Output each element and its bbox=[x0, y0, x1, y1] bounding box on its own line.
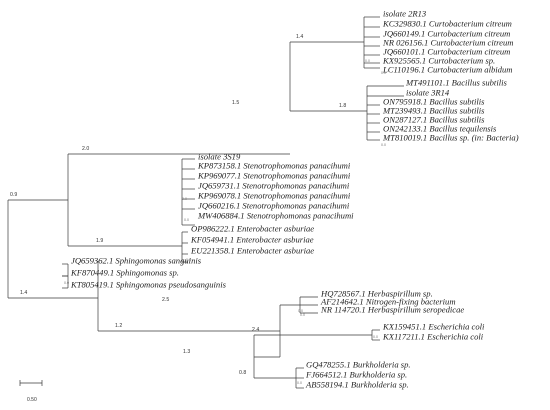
leaf-label: KF870449.1 Sphingomonas sp. bbox=[70, 268, 179, 278]
leaf-label: JQ659362.1 Sphingomonas sanguinis bbox=[71, 256, 202, 266]
branch-length-label: 1.3 bbox=[183, 349, 190, 355]
leaf-label: HQ728567.1 Herbaspirillum sp. bbox=[320, 289, 433, 299]
leaf-label: OP986222.1 Enterobacter asburiae bbox=[191, 224, 314, 234]
zero-length-mark: 0.0 bbox=[182, 197, 187, 201]
leaf-label: JQ659731.1 Stenotrophomonas panacihumi bbox=[198, 181, 350, 191]
branch-length-label: 1.9 bbox=[96, 238, 103, 244]
zero-length-mark: 0.0 bbox=[381, 143, 386, 147]
branch-length-label: 0.8 bbox=[239, 370, 246, 376]
leaf-label: JQ660216.1 Stenotrophomonas panacihumi bbox=[198, 201, 350, 211]
leaf-label: MT239493.1 Bacillus subtilis bbox=[382, 106, 485, 116]
leaf-label: KX925565.1 Curtobacterium sp. bbox=[382, 56, 495, 66]
leaf-label: KP969078.1 Stenotrophomonas panacihumi bbox=[197, 191, 351, 201]
zero-length-mark: 0.0 bbox=[184, 218, 189, 222]
leaf-label: ON287127.1 Bacillus subtilis bbox=[383, 115, 485, 125]
leaf-label: JQ660101.1 Curtobacterium citreum bbox=[383, 47, 510, 57]
leaf-label: MW406884.1 Stenotrophomonas panacihumi bbox=[197, 211, 354, 221]
branch-length-label: 2.4 bbox=[252, 327, 259, 333]
branch-length-label: 2.0 bbox=[82, 146, 89, 152]
leaf-label: isolate 3S19 bbox=[198, 152, 241, 162]
zero-length-mark: 0.0 bbox=[186, 258, 191, 262]
branch-length-label: 1.5 bbox=[232, 100, 239, 106]
leaf-label: KF054941.1 Enterobacter asburiae bbox=[190, 235, 314, 245]
leaf-label: EU221358.1 Enterobacter asburiae bbox=[190, 246, 314, 256]
leaf-label: KT805419.1 Sphingomonas pseudosanguinis bbox=[70, 280, 227, 290]
leaf-label: MT810019.1 Bacillus sp. (in: Bacteria) bbox=[382, 133, 519, 143]
scale-bar-label: 0.50 bbox=[27, 397, 37, 403]
zero-length-mark: 0.0 bbox=[373, 335, 378, 339]
leaf-label: NR 026156.1 Curtobacterium citreum bbox=[382, 38, 514, 48]
branch-length-label: 1.8 bbox=[339, 103, 346, 109]
scale-bar: 0.50 bbox=[19, 380, 43, 403]
leaf-label: AF214642.1 Nitrogen-fixing bacterium bbox=[320, 297, 456, 307]
leaf-label: GQ478255.1 Burkholderia sp. bbox=[306, 360, 411, 370]
leaf-label: JQ660149.1 Curtobacterium citreum bbox=[383, 29, 510, 39]
branch-length-label: 1.4 bbox=[296, 34, 303, 40]
leaf-label: KP969077.1 Stenotrophomonas panacihumi bbox=[197, 171, 351, 181]
leaf-label: ON795918.1 Bacillus subtilis bbox=[383, 97, 485, 107]
zero-length-mark: 0.0 bbox=[365, 59, 370, 63]
branch-length-labels: 0.9 2.0 1.5 1.4 1.8 1.9 1.4 1.2 2.5 1.3 2.4 0.8 bbox=[10, 34, 346, 376]
zero-length-mark: 0.0 bbox=[64, 281, 69, 285]
branch-length-label: 1.4 bbox=[20, 290, 27, 296]
leaf-label: isolate 2R13 bbox=[383, 9, 426, 19]
tree-branches bbox=[7, 16, 404, 389]
leaf-label: AB558194.1 Burkholderia sp. bbox=[305, 380, 409, 390]
branch-length-label: 1.2 bbox=[115, 323, 122, 329]
leaf-label: KC329830.1 Curtobacterium citreum bbox=[382, 19, 512, 29]
branch-length-label: 0.9 bbox=[10, 192, 17, 198]
zero-length-mark: 0.0 bbox=[298, 309, 303, 313]
leaf-label: ON242133.1 Bacillus tequilensis bbox=[383, 124, 497, 134]
zero-length-marks: 0.00.00.00.00.00.00.00.00.00.00.0 bbox=[64, 59, 386, 385]
zero-length-mark: 0.0 bbox=[297, 381, 302, 385]
leaf-label: NR 114720.1 Herbaspirillum seropedicae bbox=[320, 305, 464, 315]
leaf-label: isolate 3R14 bbox=[406, 88, 450, 98]
leaf-label: KX159451.1 Escherichia coli bbox=[382, 322, 485, 332]
leaf-label: LC110196.1 Curtobacterium albidum bbox=[382, 65, 512, 75]
leaf-label: FJ664512.1 Burkholderia sp. bbox=[305, 370, 407, 380]
zero-length-mark: 0.0 bbox=[381, 71, 386, 75]
leaf-label: KX117211.1 Escherichia coli bbox=[382, 332, 484, 342]
leaf-label: MT491101.1 Bacillus subtilis bbox=[405, 78, 507, 88]
leaf-label: KP873158.1 Stenotrophomonas panacihumi bbox=[197, 161, 351, 171]
branch-length-label: 2.5 bbox=[162, 297, 169, 303]
zero-length-mark: 0.0 bbox=[300, 313, 305, 317]
